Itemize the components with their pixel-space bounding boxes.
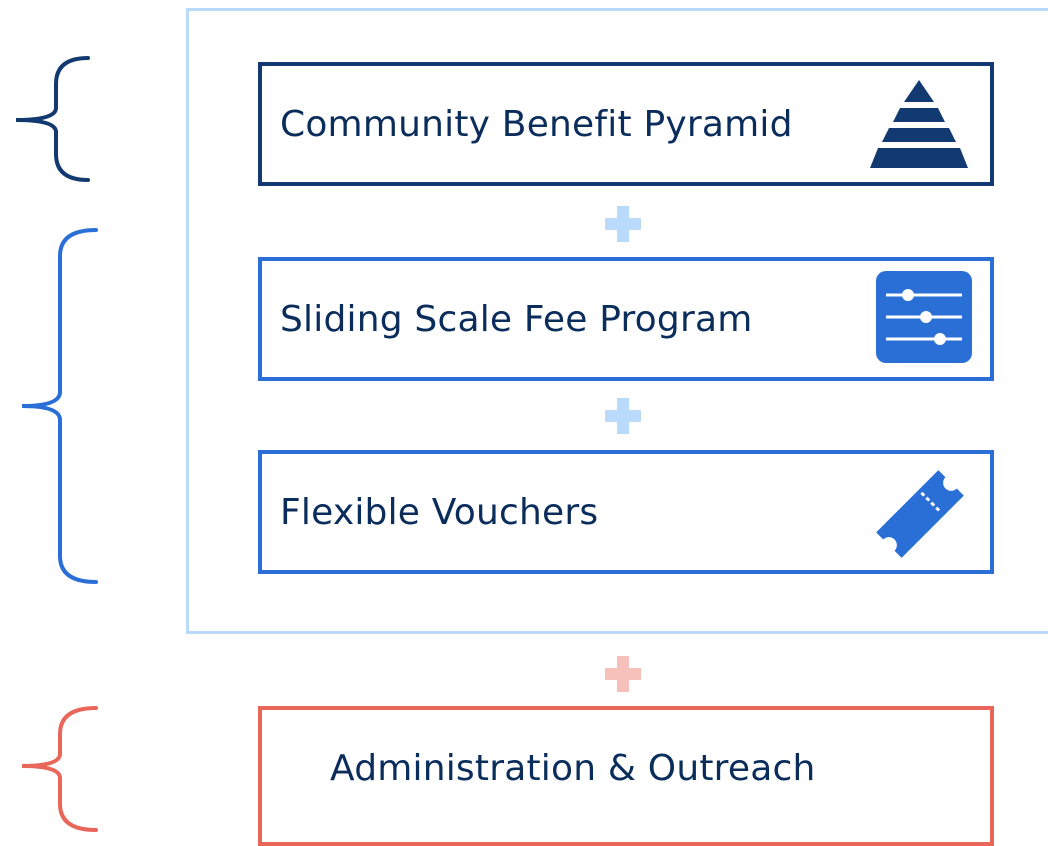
component-flexible-vouchers: Flexible Vouchers [258,450,994,574]
brace-red [21,706,98,832]
brace-blue [21,228,98,584]
pyramid-icon [870,80,968,168]
component-sliding-scale-fee-program: Sliding Scale Fee Program [258,257,994,381]
component-administration-outreach: Administration & Outreach [258,706,994,846]
brace-navy [15,56,90,182]
ticket-icon [876,470,964,558]
component-label: Sliding Scale Fee Program [280,298,753,340]
plus-icon [605,206,641,242]
plus-icon [605,656,641,692]
sliders-icon [876,271,972,363]
program-group-frame [186,8,1048,634]
plus-icon [605,398,641,434]
component-label: Flexible Vouchers [280,491,599,533]
component-label: Community Benefit Pyramid [280,103,793,145]
component-label: Administration & Outreach [330,748,816,789]
